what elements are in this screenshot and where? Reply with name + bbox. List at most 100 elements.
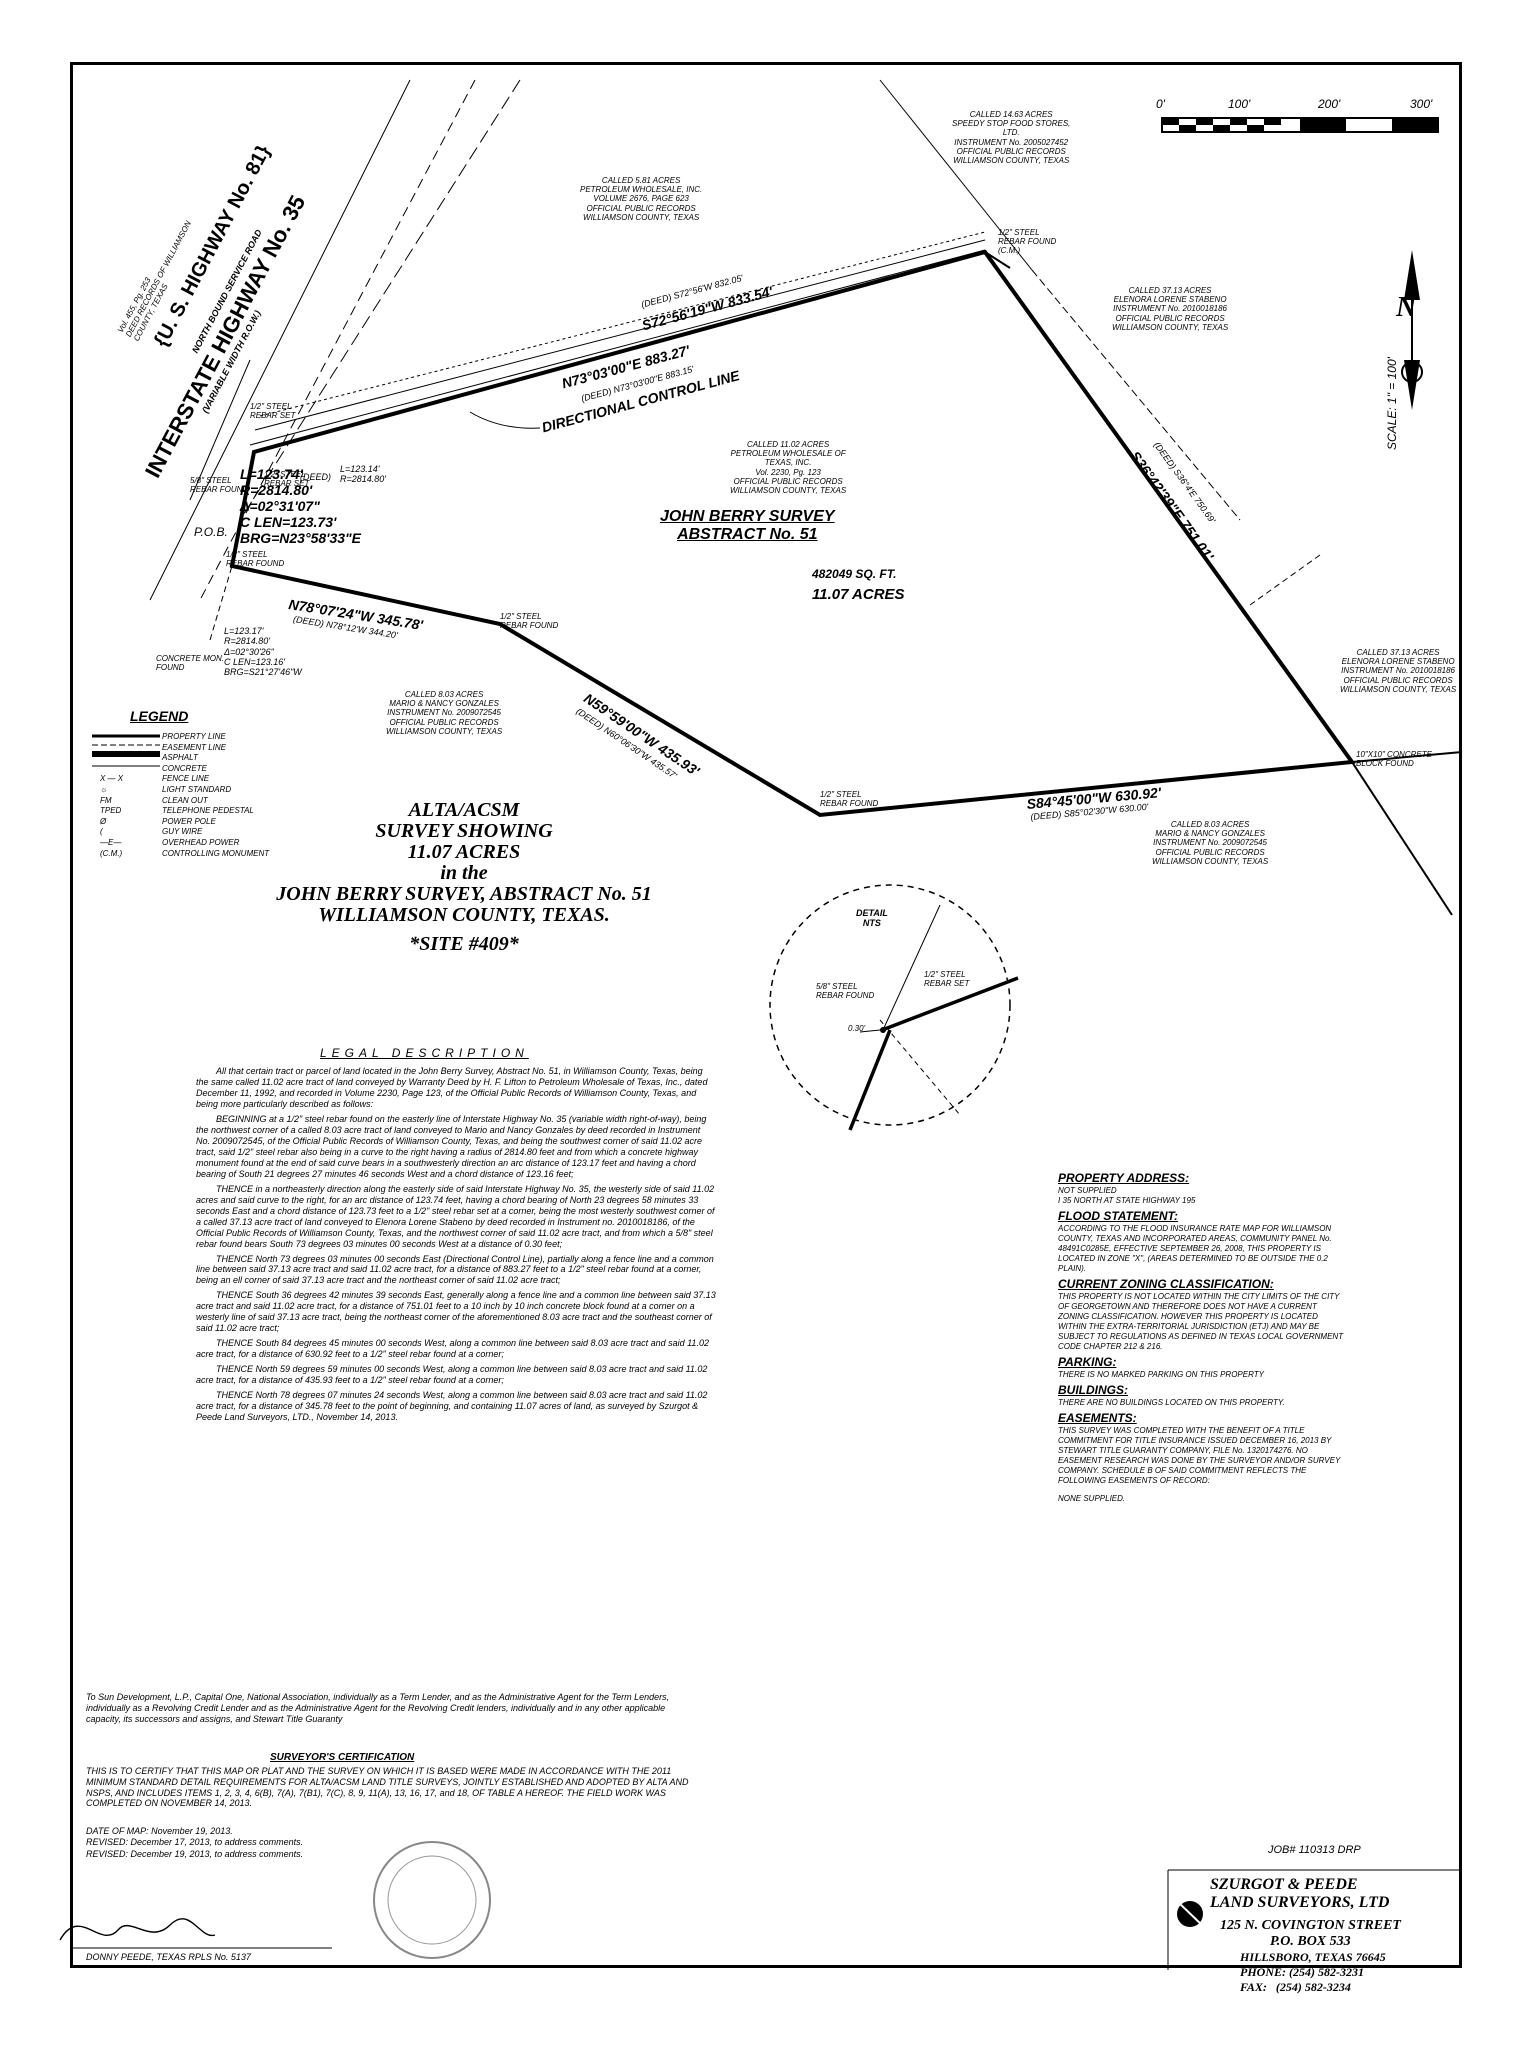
legend-item: CONCRETE bbox=[162, 763, 207, 773]
legal-description: All that certain tract or parcel of land… bbox=[196, 1066, 716, 1427]
company-block: SZURGOT & PEEDE LAND SURVEYORS, LTD 125 … bbox=[1170, 1870, 1460, 1995]
drawing-border bbox=[70, 62, 1462, 1968]
legend-item: POWER POLE bbox=[162, 816, 216, 826]
legal-paragraph: THENCE North 78 degrees 07 minutes 24 se… bbox=[196, 1390, 708, 1423]
title-line-1: ALTA/ACSM bbox=[408, 799, 520, 821]
legal-paragraph: BEGINNING at a 1/2" steel rebar found on… bbox=[196, 1113, 707, 1179]
zoning-heading: CURRENT ZONING CLASSIFICATION: bbox=[1058, 1277, 1274, 1291]
legend-symbol: ☼ bbox=[100, 785, 108, 794]
map-dates: DATE OF MAP: November 19, 2013. REVISED:… bbox=[86, 1826, 304, 1859]
legal-paragraph: THENCE North 73 degrees 03 minutes 00 se… bbox=[196, 1253, 714, 1286]
job-number: JOB# 110313 DRP bbox=[1268, 1844, 1361, 1856]
survey-notes: PROPERTY ADDRESS: NOT SUPPLIED I 35 NORT… bbox=[1058, 1168, 1348, 1504]
rebar-58-found: 5/8" STEEL REBAR FOUND bbox=[190, 476, 249, 495]
scale-bar bbox=[1161, 117, 1439, 133]
site-number: *SITE #409* bbox=[409, 933, 519, 955]
signer-name: DONNY PEEDE, TEXAS RPLS No. 5137 bbox=[86, 1952, 251, 1962]
adjoiner-petroleum-581: CALLED 5.81 ACRES PETROLEUM WHOLESALE, I… bbox=[580, 176, 703, 222]
parking-statement: THERE IS NO MARKED PARKING ON THIS PROPE… bbox=[1058, 1370, 1264, 1379]
scale-label-200: 200' bbox=[1318, 97, 1341, 111]
legend-symbol: —E— bbox=[100, 838, 122, 847]
legend-item: TELEPHONE PEDESTAL bbox=[162, 806, 254, 816]
buildings-heading: BUILDINGS: bbox=[1058, 1383, 1128, 1397]
adjoiner-stabeno-top: CALLED 37.13 ACRES ELENORA LORENE STABEN… bbox=[1112, 286, 1229, 332]
legend-item: CONTROLLING MONUMENT bbox=[162, 848, 270, 858]
rebar-set-top: 1/2" STEEL REBAR SET bbox=[250, 402, 296, 421]
legend-symbol: Ø bbox=[100, 816, 107, 826]
detail-circle bbox=[769, 884, 1019, 1131]
legal-paragraph: All that certain tract or parcel of land… bbox=[196, 1066, 708, 1109]
scale-label-100: 100' bbox=[1228, 97, 1251, 111]
legal-paragraph: THENCE North 59 degrees 59 minutes 00 se… bbox=[196, 1364, 708, 1386]
legal-paragraph: THENCE South 36 degrees 42 minutes 39 se… bbox=[196, 1290, 716, 1334]
legend-item: CLEAN OUT bbox=[162, 795, 208, 805]
concrete-mon-found: CONCRETE MON. FOUND bbox=[156, 654, 224, 673]
detail-rebar-58: 5/8" STEEL REBAR FOUND bbox=[816, 982, 875, 1001]
company-name-1: SZURGOT & PEEDE bbox=[1210, 1876, 1358, 1893]
curve-main: L=123.74' R=2814.80' Δ=02°31'07" C LEN=1… bbox=[240, 466, 362, 547]
title-line-6: WILLIAMSON COUNTY, TEXAS. bbox=[318, 904, 610, 926]
legend-symbol: X — X bbox=[100, 774, 124, 784]
legend-item: LIGHT STANDARD bbox=[162, 785, 232, 794]
easements-heading: EASEMENTS: bbox=[1058, 1411, 1137, 1425]
easements-statement: THIS SURVEY WAS COMPLETED WITH THE BENEF… bbox=[1058, 1426, 1341, 1485]
company-phone: PHONE: (254) 582-3231 bbox=[1240, 1965, 1364, 1979]
survey-name: JOHN BERRY SURVEY ABSTRACT No. 51 bbox=[660, 508, 835, 544]
title-line-4: in the bbox=[440, 862, 488, 884]
concrete-block-found: 10"X10" CONCRETE BLOCK FOUND bbox=[1356, 750, 1432, 769]
buildings-statement: THERE ARE NO BUILDINGS LOCATED ON THIS P… bbox=[1058, 1398, 1285, 1407]
plat-title: ALTA/ACSM SURVEY SHOWING 11.07 ACRES in … bbox=[224, 800, 704, 955]
rebar-found-pob: 1/2" STEEL REBAR FOUND bbox=[226, 550, 285, 569]
legend-symbol: (C.M.) bbox=[100, 848, 123, 858]
legend-item: ASPHALT bbox=[162, 753, 198, 763]
property-address-heading: PROPERTY ADDRESS: bbox=[1058, 1171, 1190, 1185]
title-line-2: SURVEY SHOWING bbox=[375, 820, 553, 842]
legend-item: EASEMENT LINE bbox=[162, 742, 227, 752]
rebar-found-south: 1/2" STEEL REBAR FOUND bbox=[820, 790, 879, 809]
property-address: NOT SUPPLIED I 35 NORTH AT STATE HIGHWAY… bbox=[1058, 1186, 1196, 1205]
legend-symbol: ( bbox=[100, 827, 103, 837]
legend-symbol: TPED bbox=[100, 806, 122, 816]
survey-sqft: 482049 SQ. FT. bbox=[812, 567, 897, 581]
detail-rebar-12: 1/2" STEEL REBAR SET bbox=[924, 970, 970, 989]
legend-symbol: FM bbox=[100, 795, 112, 805]
legend-item: OVERHEAD POWER bbox=[162, 838, 240, 847]
adjoiner-petroleum-1102: CALLED 11.02 ACRES PETROLEUM WHOLESALE O… bbox=[730, 440, 847, 495]
scale-text: SCALE: 1" = 100' bbox=[1385, 357, 1399, 450]
certification-text: THIS IS TO CERTIFY THAT THIS MAP OR PLAT… bbox=[86, 1766, 689, 1809]
parking-heading: PARKING: bbox=[1058, 1355, 1117, 1369]
north-label: N bbox=[1396, 292, 1417, 323]
certification-to: To Sun Development, L.P., Capital One, N… bbox=[86, 1692, 670, 1724]
legend-title: LEGEND bbox=[130, 708, 189, 724]
scale-label-0: 0' bbox=[1156, 97, 1165, 111]
legal-heading: LEGAL DESCRIPTION bbox=[320, 1046, 529, 1060]
legend-item: PROPERTY LINE bbox=[162, 732, 226, 741]
title-line-3: 11.07 ACRES bbox=[407, 841, 521, 863]
north-arrow-icon bbox=[1401, 250, 1423, 410]
adjoiner-speedy-stop: CALLED 14.63 ACRES SPEEDY STOP FOOD STOR… bbox=[952, 110, 1071, 165]
curve-main-deed: (DEED) bbox=[300, 472, 331, 482]
rebar-found-mid: 1/2" STEEL REBAR FOUND bbox=[500, 612, 559, 631]
legal-paragraph: THENCE South 84 degrees 45 minutes 00 se… bbox=[196, 1338, 709, 1360]
rebar-found-ne: 1/2" STEEL REBAR FOUND (C.M.) bbox=[998, 228, 1057, 256]
easements-none: NONE SUPPLIED. bbox=[1058, 1494, 1126, 1503]
legal-paragraph: THENCE in a northeasterly direction alon… bbox=[196, 1183, 715, 1249]
surveyor-seal bbox=[373, 1841, 491, 1959]
scale-label-300: 300' bbox=[1410, 97, 1433, 111]
legend-item: FENCE LINE bbox=[162, 774, 210, 784]
company-fax: FAX: (254) 582-3234 bbox=[1240, 1980, 1351, 1994]
adjoiner-gonzales-right: CALLED 8.03 ACRES MARIO & NANCY GONZALES… bbox=[1152, 820, 1269, 866]
pob-label: P.O.B. bbox=[194, 525, 228, 539]
company-address-1: 125 N. COVINGTON STREET bbox=[1220, 1918, 1401, 1933]
detail-dist: 0.30' bbox=[848, 1024, 866, 1033]
company-name-2: LAND SURVEYORS, LTD bbox=[1210, 1894, 1390, 1911]
detail-title: DETAIL NTS bbox=[856, 908, 888, 929]
curve-main-deed-vals: L=123.14' R=2814.80' bbox=[340, 464, 387, 485]
certification-heading: SURVEYOR'S CERTIFICATION bbox=[270, 1752, 415, 1763]
flood-heading: FLOOD STATEMENT: bbox=[1058, 1209, 1178, 1223]
company-address-3: HILLSBORO, TEXAS 76645 bbox=[1240, 1950, 1386, 1964]
adjoiner-gonzales-left: CALLED 8.03 ACRES MARIO & NANCY GONZALES… bbox=[386, 690, 503, 736]
highway-lines bbox=[149, 79, 1241, 601]
legend-item: GUY WIRE bbox=[162, 827, 203, 837]
